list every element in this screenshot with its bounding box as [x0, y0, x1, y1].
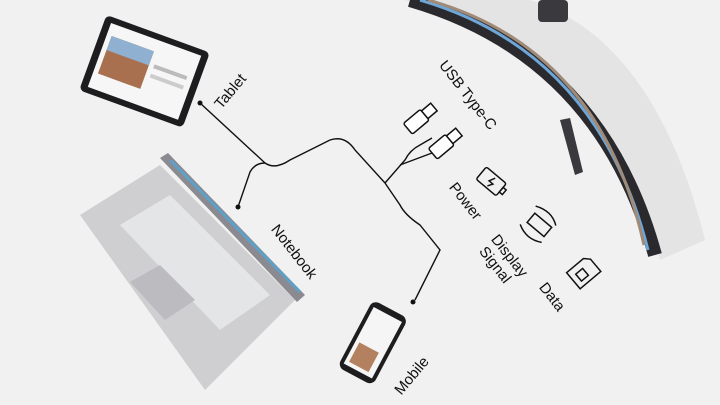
data-icon [565, 257, 602, 290]
mobile-device [339, 302, 406, 384]
mobile-connector-dot [410, 299, 416, 305]
usb-c-plug-icon [403, 102, 464, 160]
cable-lines [199, 102, 441, 301]
display-signal-icon [519, 205, 557, 244]
power-icon [476, 166, 508, 196]
notebook-device [80, 153, 305, 390]
curved-monitor [405, 0, 705, 260]
tablet-device [80, 16, 209, 127]
tablet-connector-dot [197, 100, 203, 106]
notebook-connector-dot [235, 204, 241, 210]
